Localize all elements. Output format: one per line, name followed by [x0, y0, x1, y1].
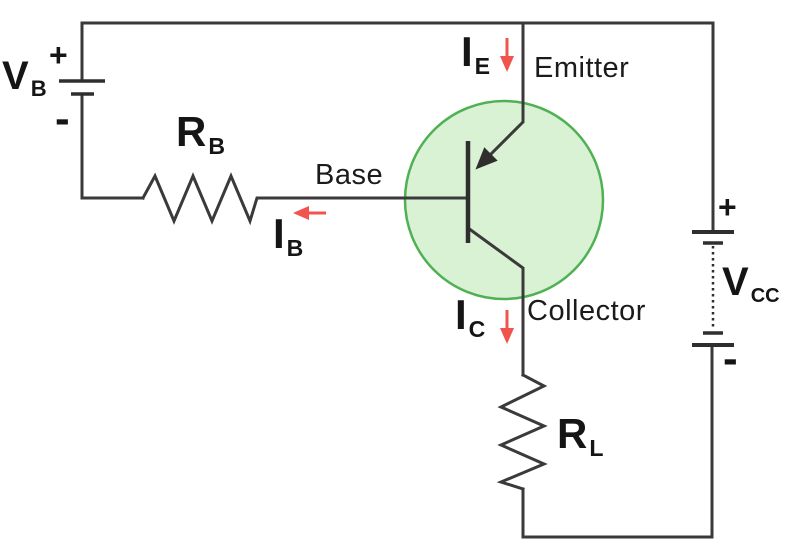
resistor-rl-symbol	[496, 372, 548, 491]
collector-lead-wire	[465, 225, 525, 377]
transistor-body-circle	[403, 99, 605, 301]
current-arrows	[293, 38, 514, 344]
label-ic: IC	[455, 291, 486, 342]
label-vb: VB	[2, 54, 47, 102]
label-vcc-plus: +	[718, 189, 737, 225]
label-vb-plus: +	[49, 37, 68, 73]
bottom-rail-wire	[521, 345, 714, 539]
vb-to-rb-wire	[80, 93, 145, 200]
label-rb: RB	[176, 108, 226, 159]
emitter-lead-wire	[475, 21, 525, 170]
top-rail-wire	[80, 21, 715, 233]
battery-vcc-symbol	[692, 230, 734, 347]
label-vb-minus: -	[55, 94, 70, 143]
battery-vb-symbol	[59, 79, 105, 96]
label-base: Base	[315, 159, 384, 191]
label-ie: IE	[461, 28, 491, 79]
label-emitter: Emitter	[534, 52, 630, 84]
label-collector: Collector	[527, 295, 646, 327]
wires	[80, 21, 715, 539]
label-vcc-minus: -	[723, 334, 738, 383]
resistor-rb-and-base-wire	[140, 172, 468, 226]
label-rl: RL	[557, 410, 604, 461]
label-ib: IB	[273, 210, 304, 261]
